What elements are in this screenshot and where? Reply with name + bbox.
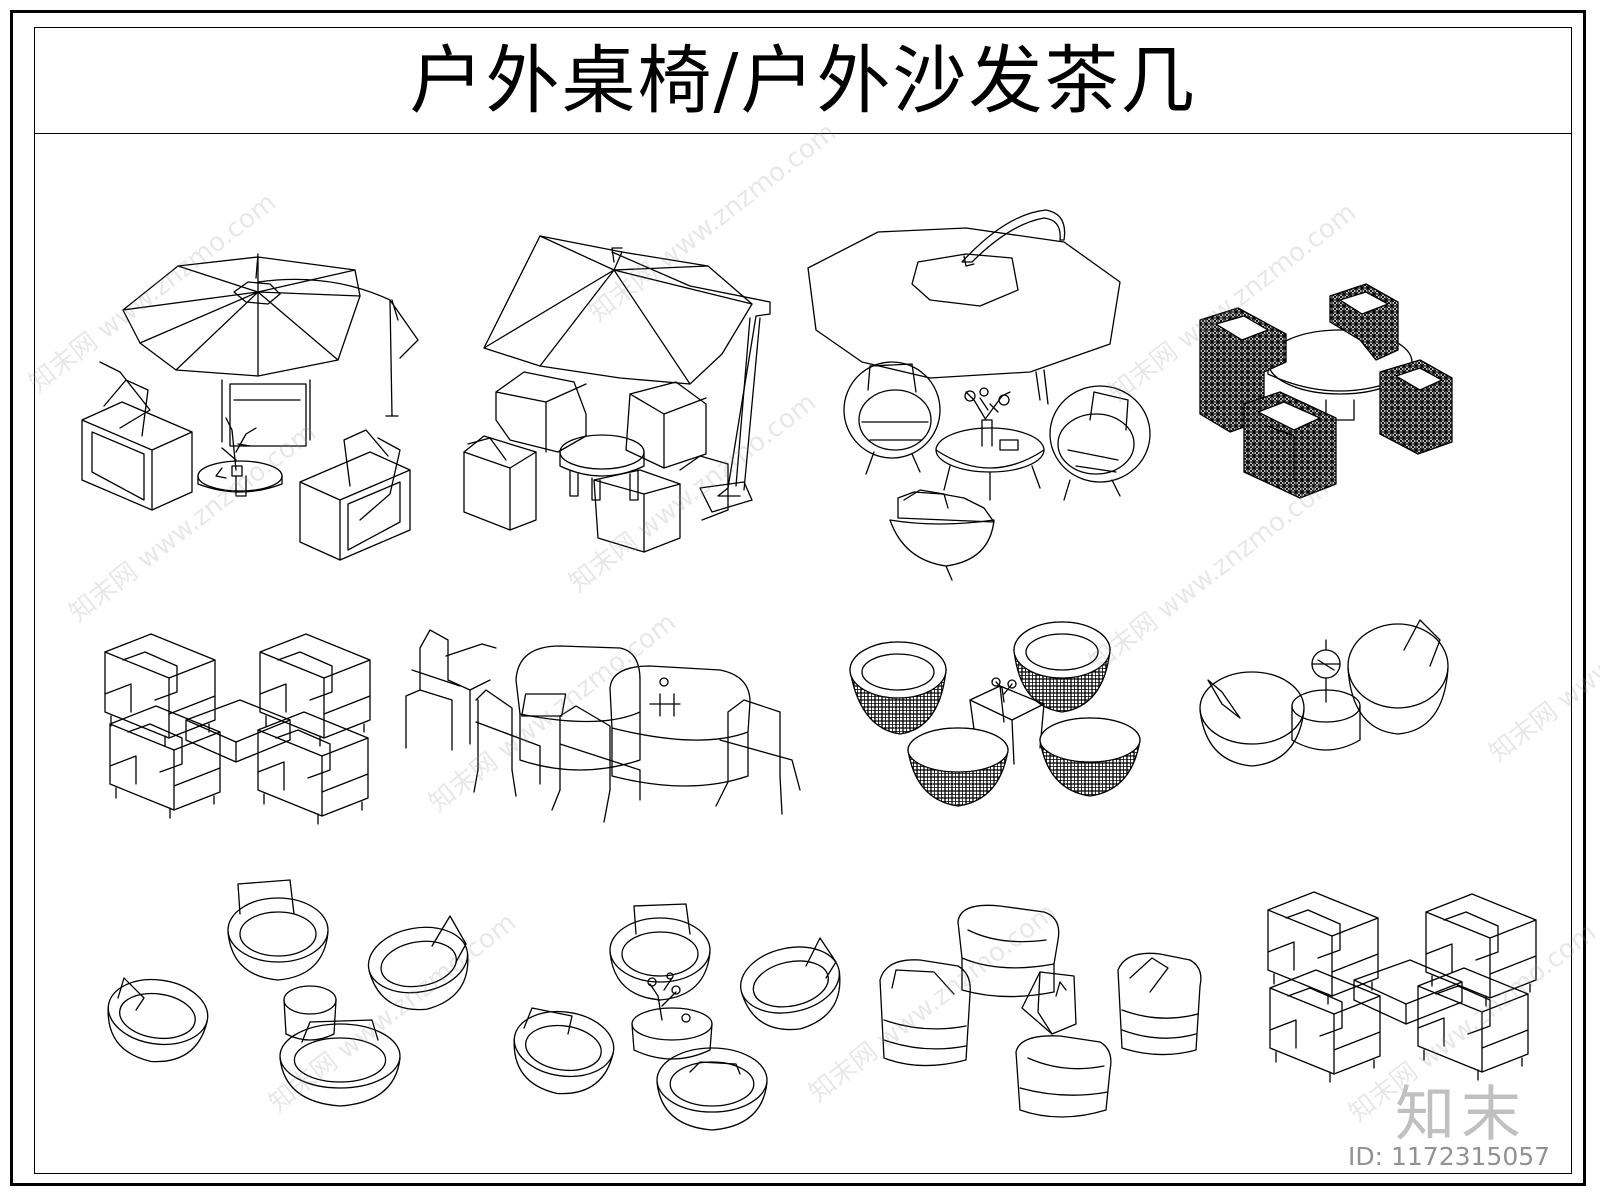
drawing-frame: 户外桌椅/户外沙发茶几 [34,27,1572,1174]
page-title: 户外桌椅/户外沙发茶几 [409,38,1197,124]
group-sofa-table-right [1267,891,1537,1083]
drawing-sheet-border: 户外桌椅/户外沙发茶几 [10,10,1586,1186]
group-dining-tables-chairs [406,630,800,822]
id-label: ID: 1172315057 [1348,1142,1551,1171]
group-four-bowl-chairs [100,880,477,1107]
group-umbrella-armchairs [81,254,418,561]
group-four-sofas-table [104,633,371,825]
brand-logo-text: 知末 [1395,1080,1527,1150]
group-umbrella-egg-chairs [808,210,1150,580]
group-umbrella-blocks [464,236,770,552]
group-two-egg-chairs [1200,620,1448,766]
group-curved-lounge-set [880,905,1201,1117]
title-band: 户外桌椅/户外沙发茶几 [35,28,1571,134]
group-bowl-chairs-plant-table [506,904,850,1131]
group-woven-basket-chairs [850,622,1140,806]
group-rattan-block-set [1200,284,1452,498]
